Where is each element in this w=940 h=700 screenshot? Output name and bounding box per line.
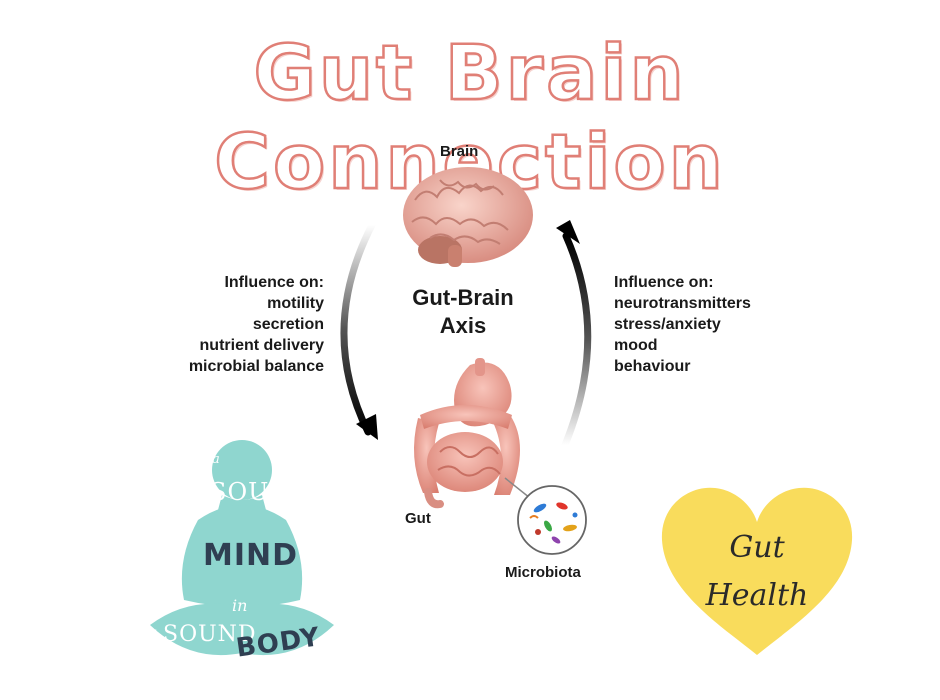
heart-text-line1: Gut	[729, 530, 785, 565]
heart-text-line2: Health	[705, 578, 809, 613]
badge-word-a2: a	[150, 625, 158, 639]
left-influence-list: Influence on: motility secretion nutrien…	[189, 272, 324, 377]
right-item: stress/anxiety	[614, 316, 721, 333]
left-arrow	[340, 221, 378, 440]
meditation-badge	[150, 440, 334, 656]
badge-word-sound2: SOUND	[163, 622, 257, 647]
right-heading: Influence on:	[614, 274, 714, 291]
badge-word-sound1: SOUND	[210, 478, 312, 506]
right-arrow	[556, 220, 592, 449]
page-title: Gut Brain Connection	[213, 27, 726, 208]
right-item: neurotransmitters	[614, 295, 751, 312]
badge-word-a1: a	[212, 452, 220, 467]
brain-label: Brain	[440, 143, 479, 160]
badge-word-in: in	[232, 596, 248, 615]
left-item: nutrient delivery	[199, 337, 324, 354]
left-item: secretion	[252, 316, 324, 333]
right-influence-list: Influence on: neurotransmitters stress/a…	[614, 272, 751, 377]
gut-label: Gut	[405, 510, 431, 527]
left-item: motility	[267, 295, 324, 312]
microbiota-illustration	[504, 477, 587, 555]
axis-label-line1: Gut-Brain	[412, 285, 514, 310]
gut-illustration	[414, 358, 520, 509]
brain-illustration	[403, 167, 533, 267]
badge-word-mind: MIND	[203, 538, 299, 573]
right-item: behaviour	[614, 358, 691, 375]
heart-shape	[661, 487, 853, 655]
left-item: microbial balance	[188, 358, 324, 375]
microbiota-label: Microbiota	[505, 564, 581, 581]
gut-brain-axis-label: Gut-Brain Axis	[388, 284, 538, 340]
axis-label-line2: Axis	[439, 313, 487, 338]
left-heading: Influence on:	[224, 274, 324, 291]
right-item: mood	[614, 337, 658, 354]
